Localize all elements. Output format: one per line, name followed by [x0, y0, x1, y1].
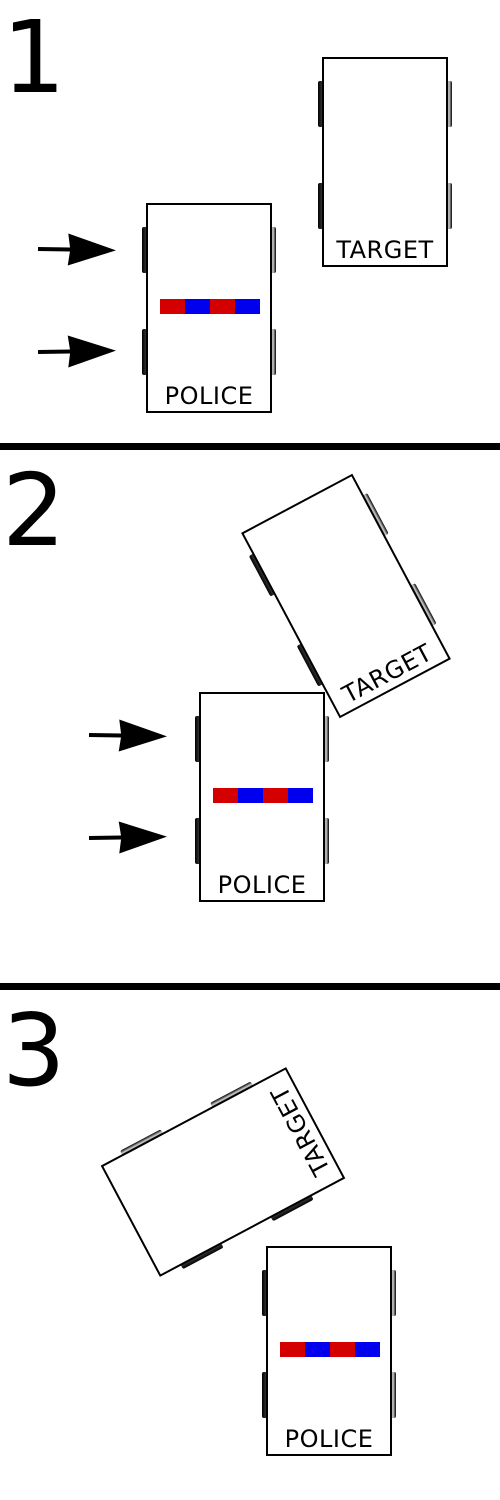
panel-divider — [0, 983, 500, 990]
police-label: POLICE — [285, 1425, 374, 1453]
light-bar — [280, 1342, 380, 1357]
panel-divider — [0, 443, 500, 450]
police-car: POLICE — [142, 204, 276, 412]
panel-2: 2 TARGET POLICE — [2, 452, 454, 901]
light-bar — [213, 788, 313, 803]
push-arrow — [37, 233, 117, 267]
panel-number: 3 — [2, 992, 66, 1109]
police-car: POLICE — [262, 1247, 396, 1455]
push-arrow — [88, 820, 168, 854]
police-label: POLICE — [165, 382, 254, 410]
target-car: TARGET — [238, 473, 454, 720]
light-bar — [160, 299, 260, 314]
target-car: TARGET — [318, 58, 452, 266]
panel-1: 1 TARGET POLICE — [2, 0, 452, 412]
panel-number: 1 — [2, 0, 66, 116]
panel-number: 2 — [2, 452, 66, 569]
push-arrow — [88, 719, 168, 753]
panel-3: 3 TARGET POLICE — [2, 992, 396, 1455]
push-arrow — [37, 334, 117, 368]
police-car: POLICE — [195, 693, 329, 901]
target-label: TARGET — [335, 236, 433, 264]
police-label: POLICE — [218, 871, 307, 899]
